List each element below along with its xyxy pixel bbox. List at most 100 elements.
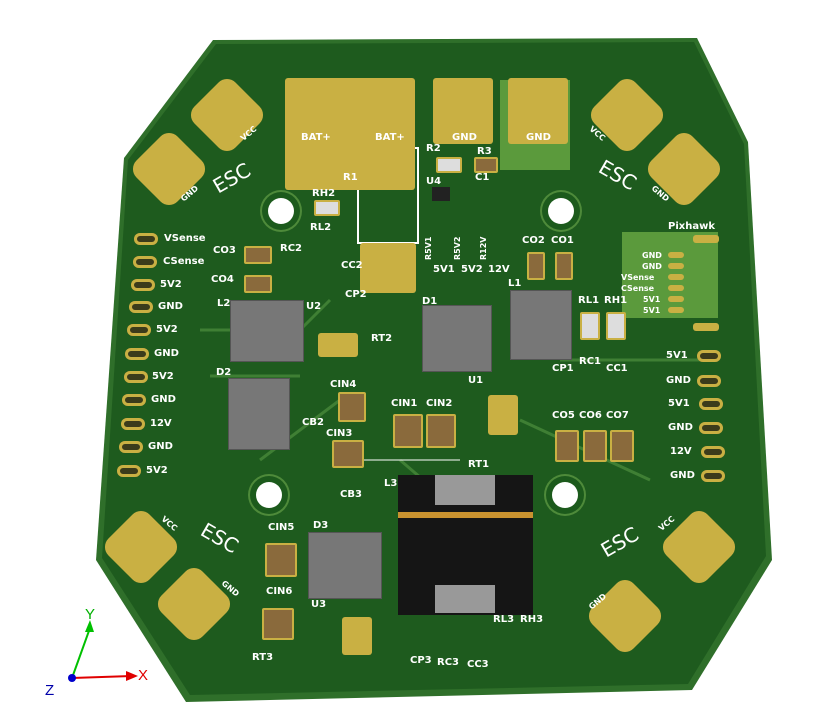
cap-co4 — [244, 275, 272, 293]
designator: RH3 — [520, 614, 544, 625]
board-graphic — [71, 627, 91, 679]
res-rl1 — [580, 312, 600, 340]
designator: RT2 — [371, 333, 393, 344]
designator: CO1 — [551, 235, 574, 246]
designator: CO2 — [522, 235, 545, 246]
designator: D2 — [216, 367, 232, 378]
designator: C1 — [475, 172, 490, 183]
header-pin — [122, 394, 146, 406]
connector-pad — [668, 274, 684, 280]
designator: CIN6 — [266, 586, 293, 597]
designator: RC2 — [280, 243, 302, 254]
designator: R12V — [479, 236, 488, 260]
header-pin — [699, 398, 723, 410]
ic-u1 — [488, 395, 518, 435]
designator: U3 — [311, 599, 327, 610]
cap-co3 — [244, 246, 272, 264]
board-graphic — [71, 675, 131, 679]
ic-u2 — [318, 333, 358, 357]
left-pin-label: VSense — [164, 233, 206, 244]
connector-pad — [668, 296, 684, 302]
left-pin-label: 5V2 — [152, 371, 174, 382]
designator: R3 — [477, 146, 492, 157]
board-graphic — [126, 671, 138, 681]
designator: RL2 — [310, 222, 332, 233]
designator: R2 — [426, 143, 441, 154]
bat-plus-label: BAT+ — [301, 132, 331, 143]
ic-u3 — [342, 617, 372, 655]
pixhawk-label: Pixhawk — [668, 221, 715, 232]
designator: CIN1 — [391, 398, 418, 409]
designator: RH2 — [312, 188, 336, 199]
designator: L2 — [217, 298, 231, 309]
designator: RH1 — [604, 295, 628, 306]
inductor-l3 — [398, 475, 533, 615]
designator: RL1 — [578, 295, 600, 306]
right-pin-label: GND — [670, 470, 695, 481]
diode-d3 — [308, 532, 382, 599]
designator: D3 — [313, 520, 329, 531]
res-r2 — [436, 157, 462, 173]
cap-cin5 — [265, 543, 297, 577]
designator: CO3 — [213, 245, 236, 256]
cap-co1 — [555, 252, 573, 280]
left-pin-label: GND — [154, 348, 179, 359]
designator: R5V1 — [424, 236, 433, 260]
connector-pad — [668, 307, 684, 313]
header-pin — [699, 422, 723, 434]
bat-plus-label: BAT+ — [375, 132, 405, 143]
board-graphic — [398, 512, 533, 518]
bat-plus-pad — [285, 78, 415, 190]
designator: CB3 — [340, 489, 362, 500]
left-pin-label: GND — [158, 301, 183, 312]
left-pin-label: 5V2 — [146, 465, 168, 476]
designator: CO6 — [579, 410, 602, 421]
board-graphic — [85, 620, 94, 632]
designator: RT3 — [252, 652, 274, 663]
designator: CP1 — [552, 363, 574, 374]
header-pin — [701, 446, 725, 458]
designator: CO5 — [552, 410, 575, 421]
cap-co6 — [583, 430, 607, 462]
diode-d1 — [422, 305, 492, 372]
diode-d2 — [228, 378, 290, 450]
designator: L1 — [508, 278, 522, 289]
pixhawk-mount-pad — [693, 235, 719, 243]
gnd-label: GND — [526, 132, 551, 143]
header-pin — [701, 470, 725, 482]
designator: CP3 — [410, 655, 432, 666]
board-graphic — [259, 398, 341, 462]
header-pin — [129, 301, 153, 313]
inductor-l1 — [510, 290, 572, 360]
res-rh1 — [606, 312, 626, 340]
designator: U2 — [306, 301, 322, 312]
designator: L3 — [384, 478, 398, 489]
cap-co2 — [527, 252, 545, 280]
header-pin — [124, 371, 148, 383]
designator: CIN2 — [426, 398, 453, 409]
mounting-hole — [256, 482, 282, 508]
header-pin — [134, 233, 158, 245]
bat-plus-pad-lower — [360, 243, 416, 293]
cap-cin2 — [426, 414, 456, 448]
designator: CB2 — [302, 417, 324, 428]
left-pin-label: 5V2 — [156, 324, 178, 335]
designator: RC3 — [437, 657, 459, 668]
pixhawk-pin-label: 5V1 — [643, 306, 661, 315]
right-pin-label: GND — [666, 375, 691, 386]
cap-cin3 — [332, 440, 364, 468]
connector-pad — [668, 252, 684, 258]
designator: 5V1 — [433, 264, 455, 275]
designator: R1 — [343, 172, 358, 183]
designator: CO7 — [606, 410, 629, 421]
designator: CIN3 — [326, 428, 353, 439]
x-axis-label: X — [138, 667, 149, 684]
left-pin-label: 12V — [150, 418, 172, 429]
designator: CC3 — [467, 659, 489, 670]
designator: U4 — [426, 176, 442, 187]
connector-pad — [668, 285, 684, 291]
axis-gizmo — [68, 620, 138, 682]
right-pin-label: 5V1 — [666, 350, 688, 361]
designator: D1 — [422, 296, 438, 307]
mounting-hole — [268, 198, 294, 224]
